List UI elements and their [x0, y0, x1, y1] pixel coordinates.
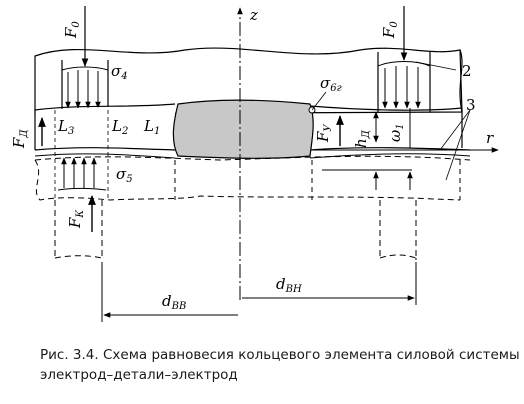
leader-2 — [415, 61, 457, 71]
leader-3b — [445, 109, 471, 181]
left-electrode — [61, 6, 109, 112]
label-2: 2 — [462, 62, 472, 80]
label-fy: FУ — [314, 124, 334, 143]
lower-left-electrode-dashed — [54, 200, 103, 259]
lower-right-electrode-dashed — [379, 200, 417, 300]
label-dvv: dВВ — [162, 292, 186, 312]
label-l1: L1 — [143, 117, 160, 137]
label-sigma4: σ4 — [111, 62, 128, 82]
lower-electrode-dashed — [34, 155, 471, 201]
figure-caption: Рис. 3.4. Схема равновесия кольцевого эл… — [40, 345, 520, 385]
label-dvn: dВН — [276, 275, 302, 295]
caption-line-2: электрод–детали–электрод — [40, 367, 238, 383]
diameter-dimensions — [101, 262, 417, 322]
upper-electrode-body — [34, 47, 463, 115]
label-l2: L2 — [111, 117, 128, 137]
hd-dimension — [322, 111, 412, 190]
sigma6-leader — [311, 91, 327, 111]
leader-3a — [439, 109, 471, 151]
label-omega1: ω1 — [386, 123, 406, 142]
label-f0-right: F0 — [380, 21, 400, 39]
ring-element-equilibrium-diagram: z r F0 F0 σ4 σ5 σ6г 2 3 FД L3 L2 L1 FУ h… — [10, 6, 499, 322]
sheet-interface-line — [34, 147, 471, 151]
label-f0-left: F0 — [62, 21, 82, 39]
label-z: z — [249, 6, 258, 24]
label-sigma5: σ5 — [116, 165, 133, 185]
label-l3: L3 — [57, 117, 74, 137]
label-3: 3 — [466, 96, 476, 114]
diagram-labels: z r F0 F0 σ4 σ5 σ6г 2 3 FД L3 L2 L1 FУ h… — [10, 6, 494, 312]
label-sigma6: σ6г — [320, 74, 342, 94]
label-fk: FК — [66, 210, 86, 229]
upper-electrode-right-edge — [459, 49, 463, 113]
caption-line-1: Рис. 3.4. Схема равновесия кольцевого эл… — [40, 347, 520, 363]
right-electrode — [377, 6, 457, 112]
upper-sheet-outline — [34, 103, 463, 150]
lower-mid-dashed — [174, 160, 461, 200]
right-stress-arrows — [382, 66, 421, 109]
label-hd: hД — [352, 129, 372, 148]
upper-sheet — [35, 104, 175, 150]
label-r: r — [486, 129, 494, 147]
weld-nugget — [172, 99, 314, 159]
sigma5-stress-arrows — [57, 157, 107, 191]
sigma4-stress-arrows — [65, 70, 101, 109]
label-fd: FД — [10, 129, 30, 149]
